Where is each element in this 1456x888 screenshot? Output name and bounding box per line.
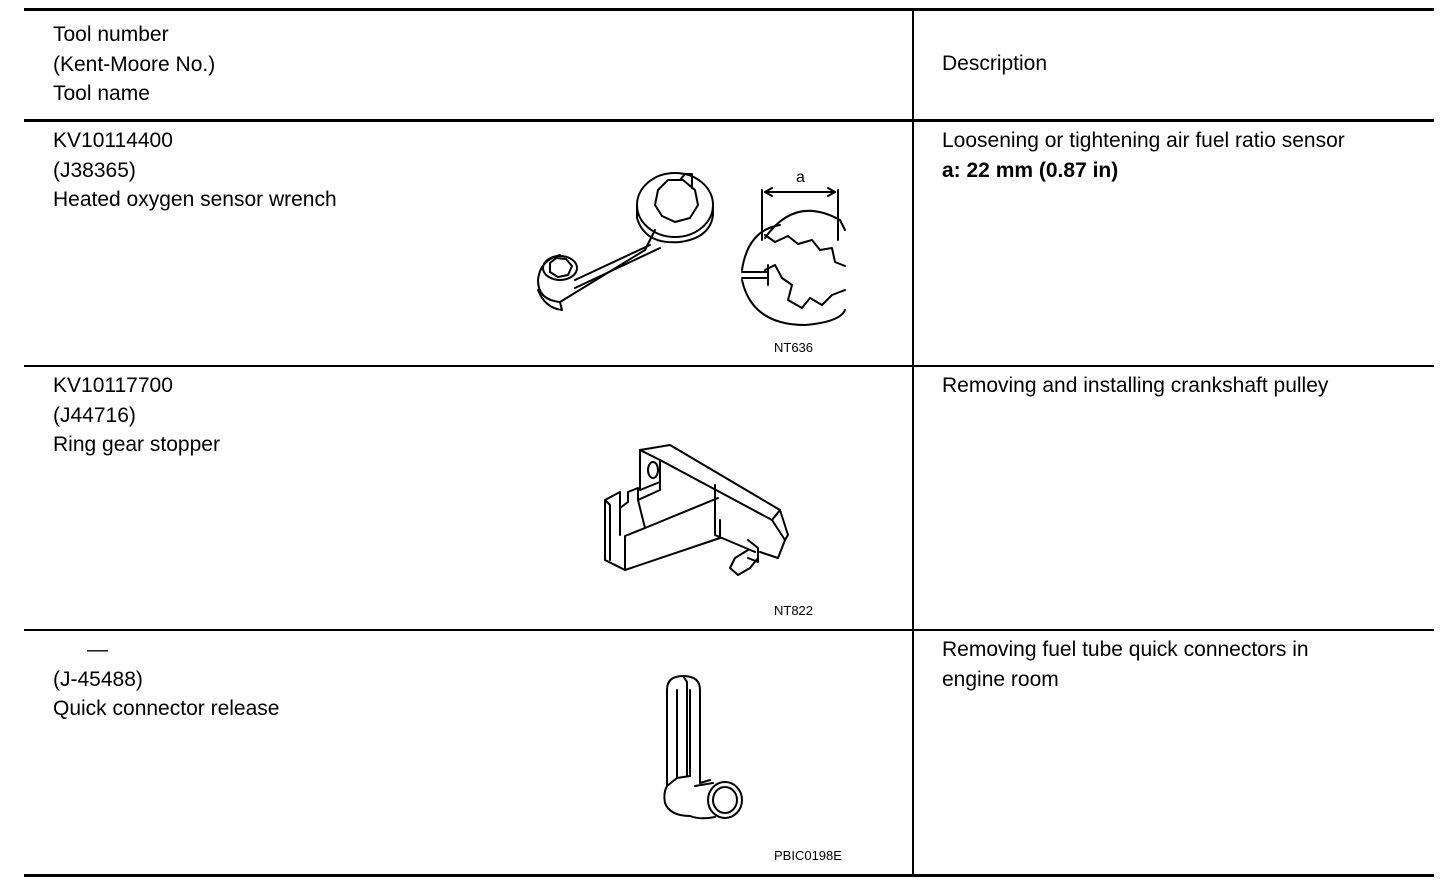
tool-name: Quick connector release — [53, 697, 280, 720]
column-divider — [912, 10, 914, 876]
dimension-label: a — [796, 169, 805, 186]
tool-number: KV10117700 — [53, 374, 173, 397]
figure-code: PBIC0198E — [774, 848, 842, 863]
header-tool-name: Tool name — [53, 82, 150, 105]
header-tool-number: Tool number — [53, 23, 169, 46]
figure-code: NT636 — [774, 340, 814, 355]
header-tool-column: Tool number (Kent-Moore No.) Tool name — [53, 20, 215, 109]
description-text: Removing and installing crankshaft pulle… — [942, 374, 1329, 397]
row-description: Removing fuel tube quick connectors in e… — [942, 635, 1309, 694]
header-kent-moore: (Kent-Moore No.) — [53, 52, 216, 76]
table-bottom-border — [24, 874, 1434, 877]
description-line-2: engine room — [942, 667, 1059, 691]
tool-number: — — [87, 638, 108, 661]
row-tool-info: KV10117700 (J44716) Ring gear stopper — [53, 371, 220, 460]
tool-name: Ring gear stopper — [53, 433, 220, 456]
kent-moore-number: (J-45488) — [53, 667, 143, 691]
figure-code: NT822 — [774, 603, 814, 618]
row-tool-info: — (J-45488) Quick connector release — [53, 635, 279, 724]
description-text: Loosening or tightening air fuel ratio s… — [942, 129, 1345, 152]
oxygen-sensor-wrench-icon — [537, 172, 846, 326]
description-line-1: Removing fuel tube quick connectors in — [942, 638, 1309, 661]
kent-moore-number: (J38365) — [53, 158, 136, 182]
row-divider — [24, 629, 1434, 631]
tool-number: KV10114400 — [53, 129, 173, 152]
row-divider — [24, 365, 1434, 367]
header-bottom-border — [24, 119, 1434, 122]
row-description: Removing and installing crankshaft pulle… — [942, 371, 1328, 401]
ring-gear-stopper-icon — [604, 444, 789, 576]
spec-text: a: 22 mm (0.87 in) — [942, 158, 1119, 182]
table-top-border — [24, 8, 1434, 11]
row-tool-info: KV10114400 (J38365) Heated oxygen sensor… — [53, 126, 337, 215]
header-description: Description — [942, 52, 1048, 75]
kent-moore-number: (J44716) — [53, 403, 136, 427]
tool-name: Heated oxygen sensor wrench — [53, 188, 337, 211]
row-description: Loosening or tightening air fuel ratio s… — [942, 126, 1345, 185]
quick-connector-release-icon — [663, 675, 743, 820]
